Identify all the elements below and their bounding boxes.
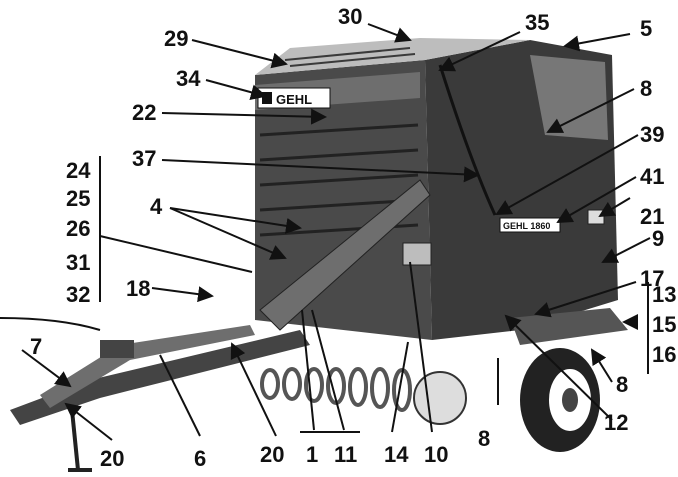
leader-5: [563, 33, 631, 52]
callout-12: 12: [604, 410, 628, 435]
leader-14: [391, 341, 409, 433]
jack-stand: [68, 409, 92, 472]
pickup-end-drum: [413, 371, 467, 425]
callout-24: 24: [66, 158, 91, 183]
callout-21: 21: [640, 204, 664, 229]
top-grille: [284, 47, 416, 67]
callout-14: 14: [384, 442, 409, 467]
leader-20b: [230, 342, 277, 437]
leader-34: [205, 79, 267, 101]
callout-37: 37: [132, 146, 156, 171]
leader-18: [151, 286, 214, 303]
callout-labels: 30 35 5 29 34 22 8 39 37 41 21 4 9 24 25…: [30, 4, 676, 471]
callout-32: 32: [66, 282, 90, 307]
leader-17: [534, 281, 637, 318]
callout-11: 11: [334, 442, 357, 467]
callout-8-top: 8: [640, 76, 652, 101]
leader-12: [504, 314, 613, 421]
door-line: [438, 64, 497, 216]
brand-text: GEHL: [276, 92, 312, 107]
baler-machine: GEHL GEHL 1860: [0, 38, 628, 472]
leader-11: [311, 309, 345, 431]
leader-lines: [21, 23, 651, 441]
leader-8a: [546, 88, 635, 133]
leader-35: [438, 31, 521, 72]
callout-22: 22: [132, 100, 156, 125]
pto-line: [0, 317, 101, 331]
callout-7: 7: [30, 334, 42, 359]
leader-8b: [590, 348, 613, 383]
leader-6: [159, 354, 201, 437]
callout-35: 35: [525, 10, 549, 35]
callout-34: 34: [176, 66, 201, 91]
side-arm: [259, 179, 431, 331]
leader-39: [495, 134, 639, 215]
callout-29: 29: [164, 26, 188, 51]
callout-5: 5: [640, 16, 652, 41]
side-box: [587, 209, 605, 225]
brand-mark: [262, 92, 272, 104]
callout-20-left: 20: [100, 446, 124, 471]
callout-15: 15: [652, 312, 676, 337]
callout-13: 13: [652, 282, 676, 307]
leader-20a: [64, 402, 113, 441]
side-decal-text: GEHL 1860: [503, 221, 550, 231]
callout-4: 4: [150, 194, 163, 219]
control-box: [402, 242, 432, 266]
leader-37: [161, 159, 480, 183]
side-decal: [499, 217, 561, 233]
leader-24-32: [99, 235, 253, 273]
leader-29: [191, 39, 288, 69]
callout-17: 17: [640, 266, 664, 291]
leader-7: [21, 349, 72, 388]
callout-26: 26: [66, 216, 90, 241]
leader-10: [409, 261, 433, 433]
callout-18: 18: [126, 276, 150, 301]
front-slats: [259, 123, 419, 237]
leader-21: [598, 197, 631, 218]
leader-22: [161, 108, 327, 125]
callout-25: 25: [66, 186, 90, 211]
callout-9: 9: [652, 226, 664, 251]
callout-6: 6: [194, 446, 206, 471]
callout-20-mid: 20: [260, 442, 284, 467]
callout-16: 16: [652, 342, 676, 367]
tongue-upper: [40, 325, 255, 408]
leader-9: [601, 237, 651, 263]
leader-41: [556, 176, 637, 223]
leader-1: [301, 309, 315, 431]
leader-4a: [169, 207, 302, 234]
callout-10: 10: [424, 442, 448, 467]
front-face: [255, 60, 432, 340]
wheel: [520, 348, 600, 452]
callout-41: 41: [640, 164, 664, 189]
callout-8-wheel: 8: [616, 372, 628, 397]
callout-1: 1: [306, 442, 318, 467]
callout-30: 30: [338, 4, 362, 29]
hitch-block: [100, 340, 134, 358]
leader-30: [367, 23, 412, 43]
callout-8-bottom: 8: [478, 426, 490, 451]
callout-31: 31: [66, 250, 90, 275]
leader-4b: [169, 207, 287, 260]
callout-39: 39: [640, 122, 664, 147]
